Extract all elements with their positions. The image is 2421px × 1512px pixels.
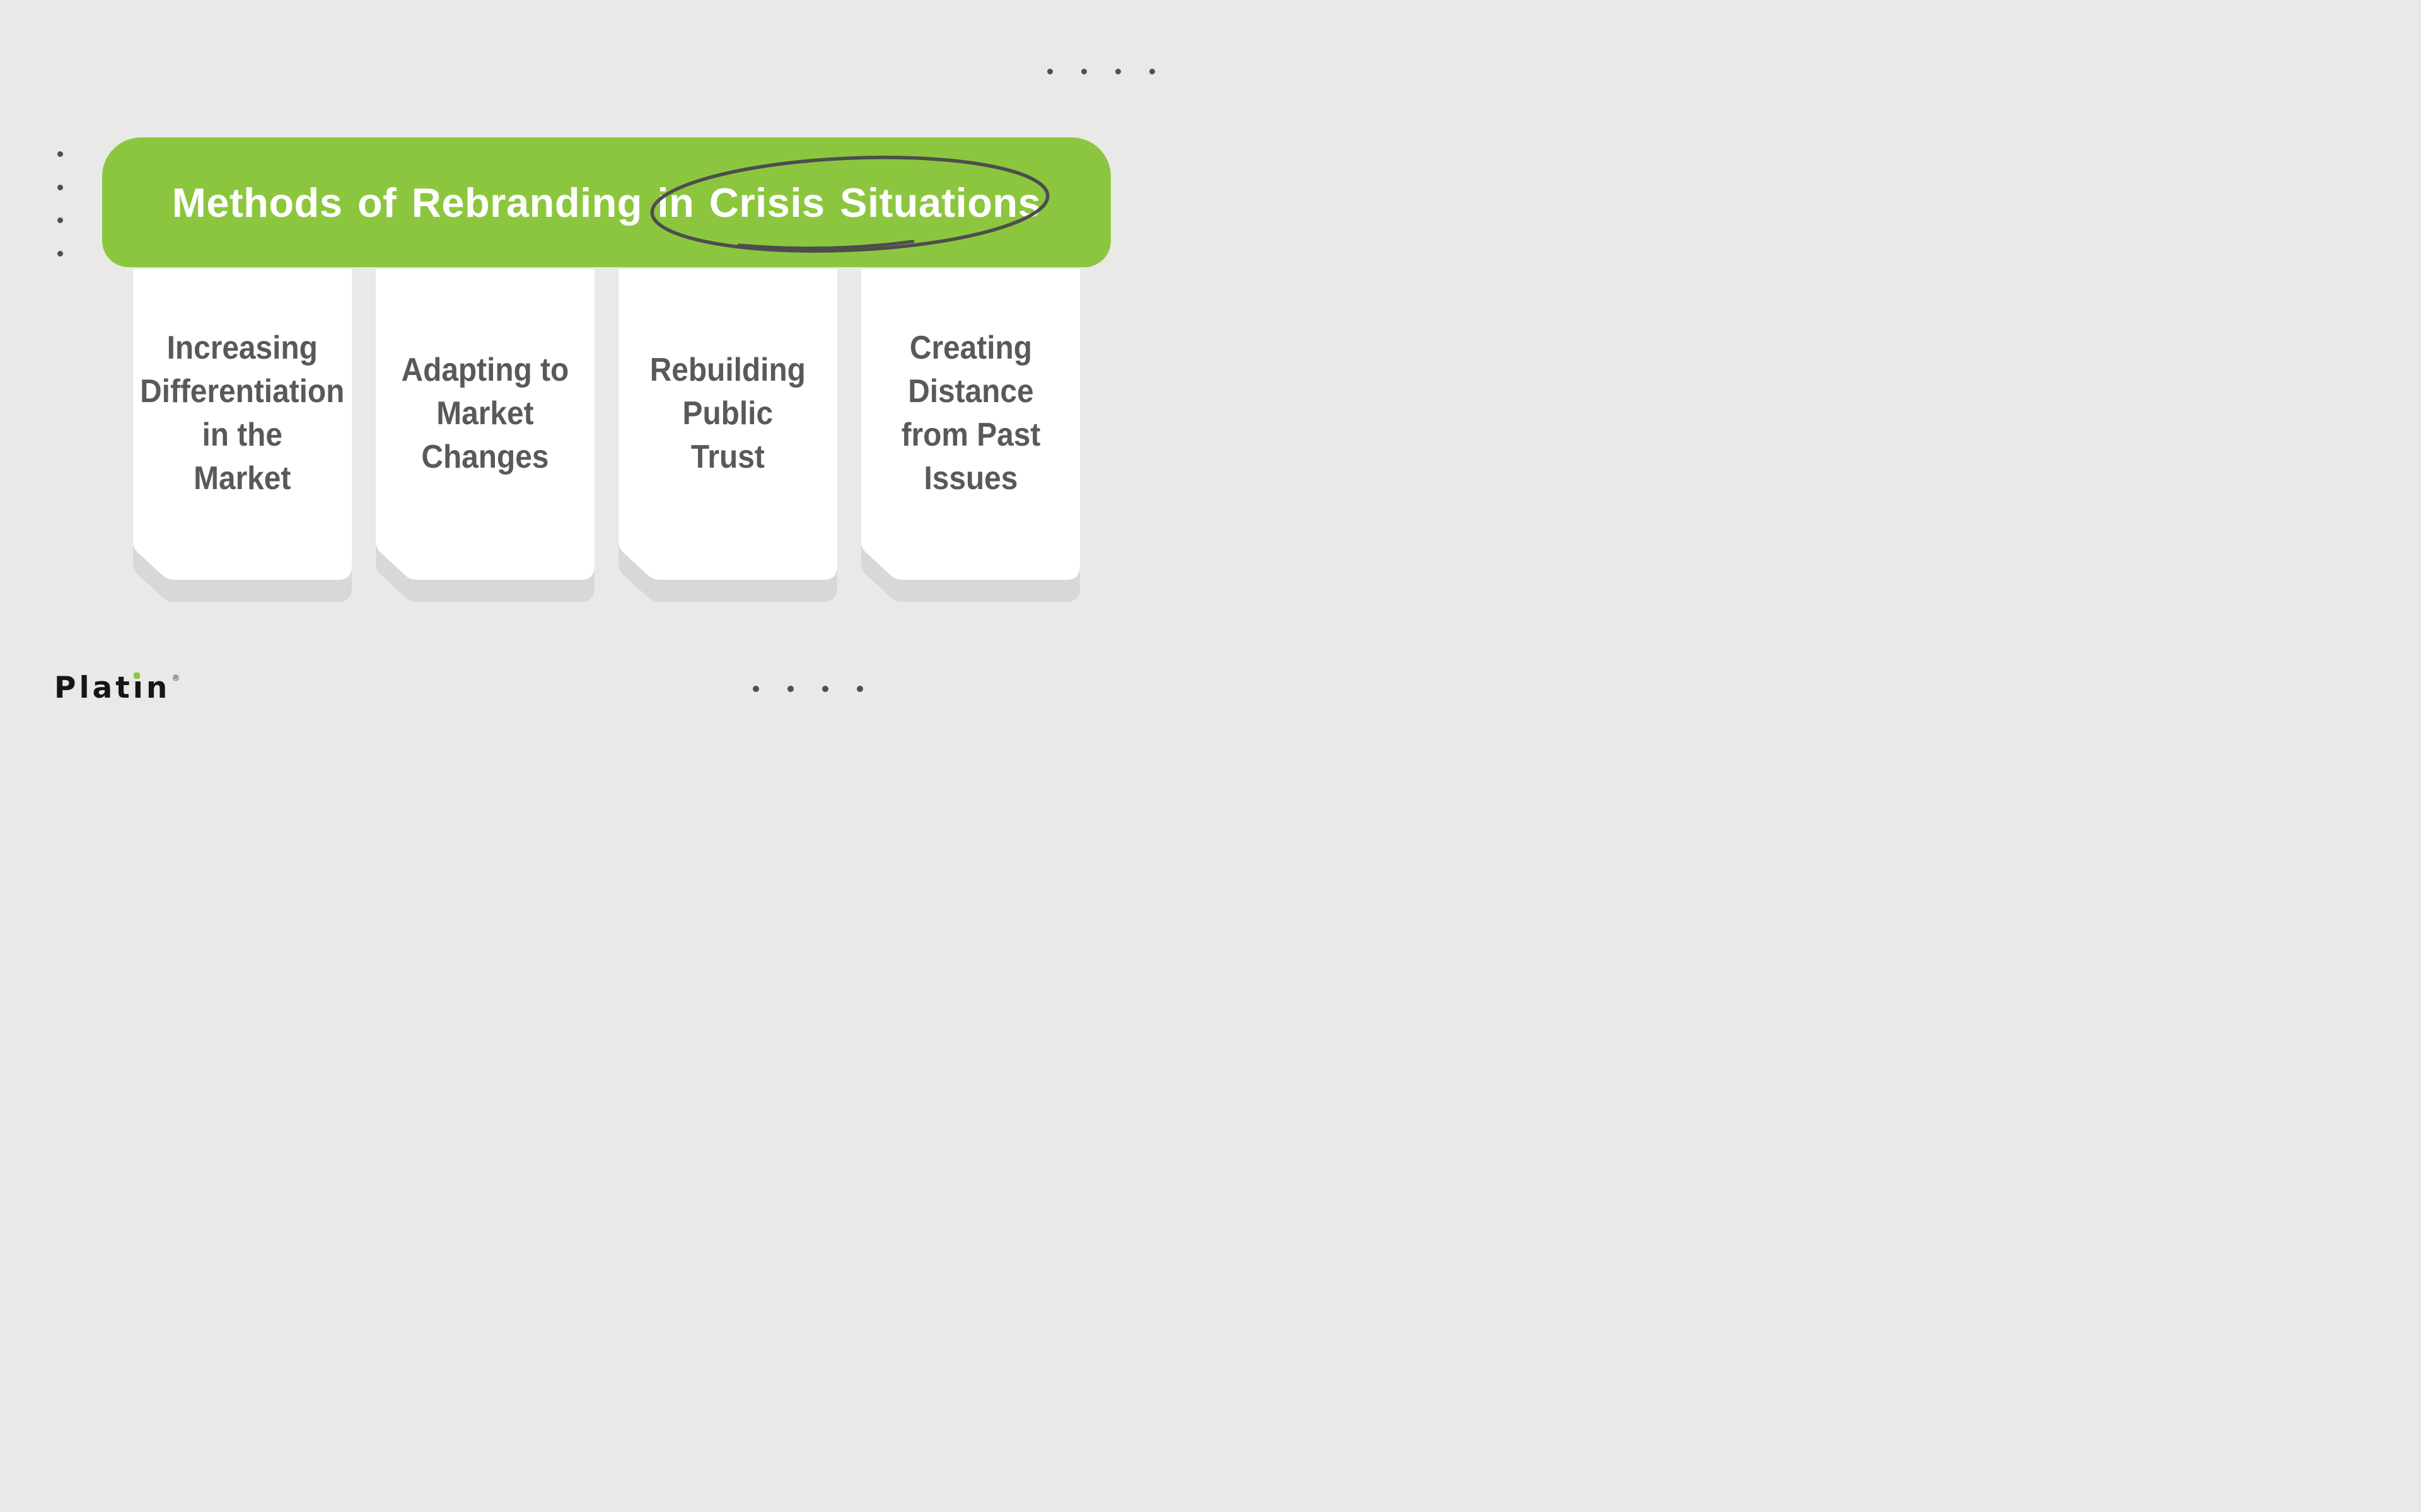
card-text: Adapting to Market Changes (402, 349, 569, 479)
decor-dot (1047, 69, 1053, 74)
card-face: Adapting to Market Changes (376, 269, 595, 580)
method-card-1: Increasing Differentiation in the Market (133, 269, 352, 580)
platin-logo: Plat ı n ® (54, 671, 180, 705)
card-text-line: from Past (901, 417, 1040, 453)
method-card-2: Adapting to Market Changes (376, 269, 595, 580)
card-face: Increasing Differentiation in the Market (133, 269, 352, 580)
card-text: Increasing Differentiation in the Market (140, 326, 344, 500)
method-card-4: Creating Distance from Past Issues (861, 269, 1080, 580)
decor-dot (57, 217, 63, 223)
card-text-line: Trust (691, 438, 765, 475)
card-face: Rebuilding Public Trust (618, 269, 837, 580)
title-banner: Methods of Rebranding in Crisis Situatio… (102, 137, 1111, 267)
decor-dot (1149, 69, 1155, 74)
logo-i-stem: ı (132, 671, 146, 705)
card-text-line: Changes (421, 438, 549, 475)
decor-dot (1115, 69, 1121, 74)
decor-dot (57, 151, 63, 157)
card-text-line: Creating (909, 330, 1032, 366)
decor-dot (753, 686, 759, 692)
card-text: Creating Distance from Past Issues (901, 326, 1040, 500)
decor-dot (57, 185, 63, 190)
method-card-3: Rebuilding Public Trust (618, 269, 837, 580)
registered-trademark-icon: ® (171, 674, 180, 683)
logo-text-after-i: n (146, 671, 171, 705)
card-face: Creating Distance from Past Issues (861, 269, 1080, 580)
decor-dot (57, 251, 63, 257)
card-text-line: Market (194, 460, 291, 497)
page-title: Methods of Rebranding in Crisis Situatio… (171, 179, 1042, 226)
logo-green-dot-icon (133, 672, 140, 679)
card-text-line: Increasing (166, 330, 318, 366)
decor-dot (822, 686, 828, 692)
card-text-line: Market (436, 395, 534, 432)
card-text-line: in the (202, 417, 283, 453)
platin-wordmark: Plat ı n (54, 671, 171, 705)
card-text-line: Differentiation (140, 373, 345, 410)
card-text-line: Public (682, 395, 774, 432)
card-text-line: Rebuilding (649, 351, 806, 388)
infographic-canvas: Methods of Rebranding in Crisis Situatio… (0, 0, 1210, 756)
decor-dot (787, 686, 794, 692)
decor-dot (857, 686, 863, 692)
card-text-line: Adapting to (401, 351, 569, 388)
card-text-line: Distance (907, 373, 1034, 410)
card-text-line: Issues (924, 460, 1018, 497)
logo-text-before-i: Plat (54, 671, 133, 705)
card-text: Rebuilding Public Trust (650, 349, 806, 479)
logo-letter-i: ı (132, 671, 146, 705)
decor-dot (1081, 69, 1087, 74)
